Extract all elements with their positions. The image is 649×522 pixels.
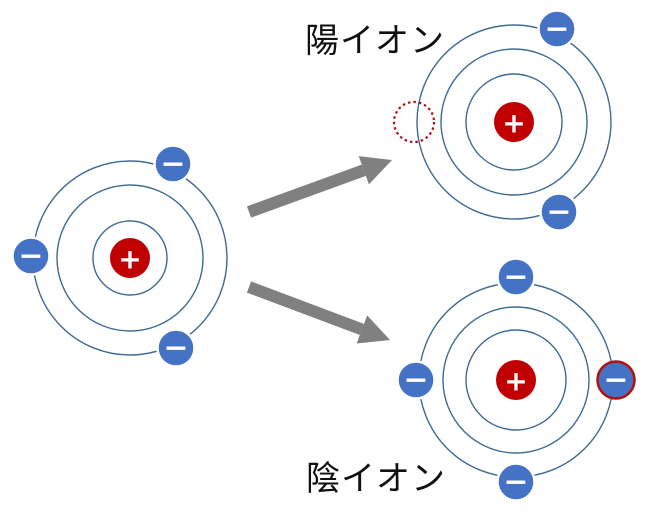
proton-symbol: + xyxy=(502,107,525,140)
arrow-shaft xyxy=(246,164,366,218)
electron-symbol: − xyxy=(546,195,571,230)
proton-symbol: + xyxy=(504,365,527,398)
proton-symbol: + xyxy=(118,243,141,276)
arrow-to-anion xyxy=(246,281,390,344)
electron-shell xyxy=(56,184,204,332)
arrow-shaft xyxy=(246,281,365,336)
nucleus xyxy=(496,360,536,400)
cation-label: 陽イオン xyxy=(305,21,445,61)
cation-atom: + − − xyxy=(392,9,612,232)
electron xyxy=(396,360,436,400)
electron-symbol: − xyxy=(603,363,628,398)
electron-shell xyxy=(465,329,567,431)
anion-atom: + − − − − xyxy=(396,257,636,502)
electron-shell xyxy=(440,48,588,196)
electron-symbol: − xyxy=(160,147,185,182)
electron xyxy=(539,192,579,232)
nucleus xyxy=(110,238,150,278)
electron xyxy=(11,236,51,276)
electron-symbol: − xyxy=(544,12,569,47)
arrow-head xyxy=(356,315,390,344)
electron-shell xyxy=(416,24,612,220)
electron-symbol: − xyxy=(503,465,528,500)
anion-label: 陰イオン xyxy=(306,459,446,499)
electron-shell xyxy=(465,73,563,171)
electron-symbol: − xyxy=(163,331,188,366)
electron xyxy=(537,9,577,49)
electron-symbol: − xyxy=(503,260,528,295)
electron-shell xyxy=(442,306,590,454)
electron xyxy=(153,144,193,184)
electron-vacancy xyxy=(392,100,436,144)
added-electron xyxy=(596,360,636,400)
electron xyxy=(496,462,536,502)
electron-symbol: − xyxy=(18,239,43,274)
neutral-atom: + − − − xyxy=(11,144,228,368)
electron xyxy=(156,328,196,368)
electron xyxy=(496,257,536,297)
arrow-to-cation xyxy=(246,156,392,218)
arrow-head xyxy=(358,156,392,185)
nucleus xyxy=(494,102,534,142)
electron-symbol: − xyxy=(403,363,428,398)
electron-shell xyxy=(92,220,168,296)
